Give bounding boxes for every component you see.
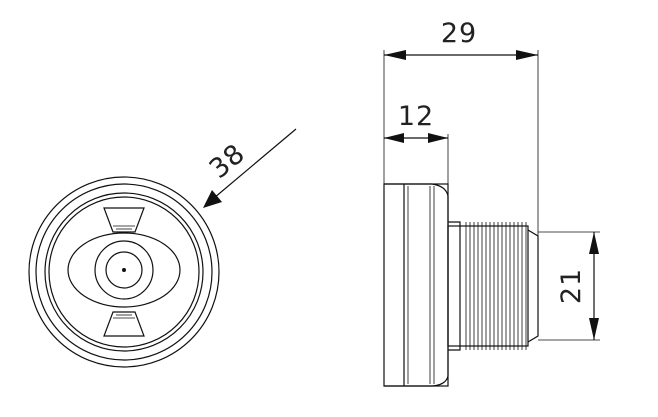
arrow-head-left [384, 133, 404, 143]
arrow-thread-top [589, 232, 599, 254]
side-view: 29 12 21 [383, 18, 600, 387]
thread-lines [465, 222, 527, 350]
diameter-leader [213, 128, 297, 199]
outer-rim [28, 176, 220, 368]
shank-collar [448, 221, 461, 351]
orifice-ellipse [67, 232, 181, 308]
arrow-total-right [516, 50, 538, 60]
shank-tip [527, 229, 539, 343]
face-ring [44, 192, 204, 352]
dim-thread-diameter: 21 [556, 268, 587, 304]
arrow-head-right [428, 133, 448, 143]
front-view: 38 [28, 128, 297, 368]
arrow-thread-bottom [589, 318, 599, 340]
orifice-inner [105, 251, 143, 289]
arrow-total-left [384, 50, 406, 60]
face-ring-inner [48, 196, 200, 348]
head-body [383, 183, 449, 387]
dim-total-length: 29 [441, 18, 477, 49]
dim-outer-diameter: 38 [204, 138, 252, 185]
dim-head-length: 12 [398, 101, 434, 132]
diameter-arrowhead [203, 190, 222, 208]
center-point [122, 268, 126, 272]
upper-blade [103, 207, 145, 233]
outer-rim-inner-edge [35, 183, 213, 361]
head-rounded-edge [384, 183, 449, 387]
threaded-shank [447, 225, 529, 347]
lower-blade [103, 311, 145, 337]
orifice-outer [94, 240, 154, 300]
